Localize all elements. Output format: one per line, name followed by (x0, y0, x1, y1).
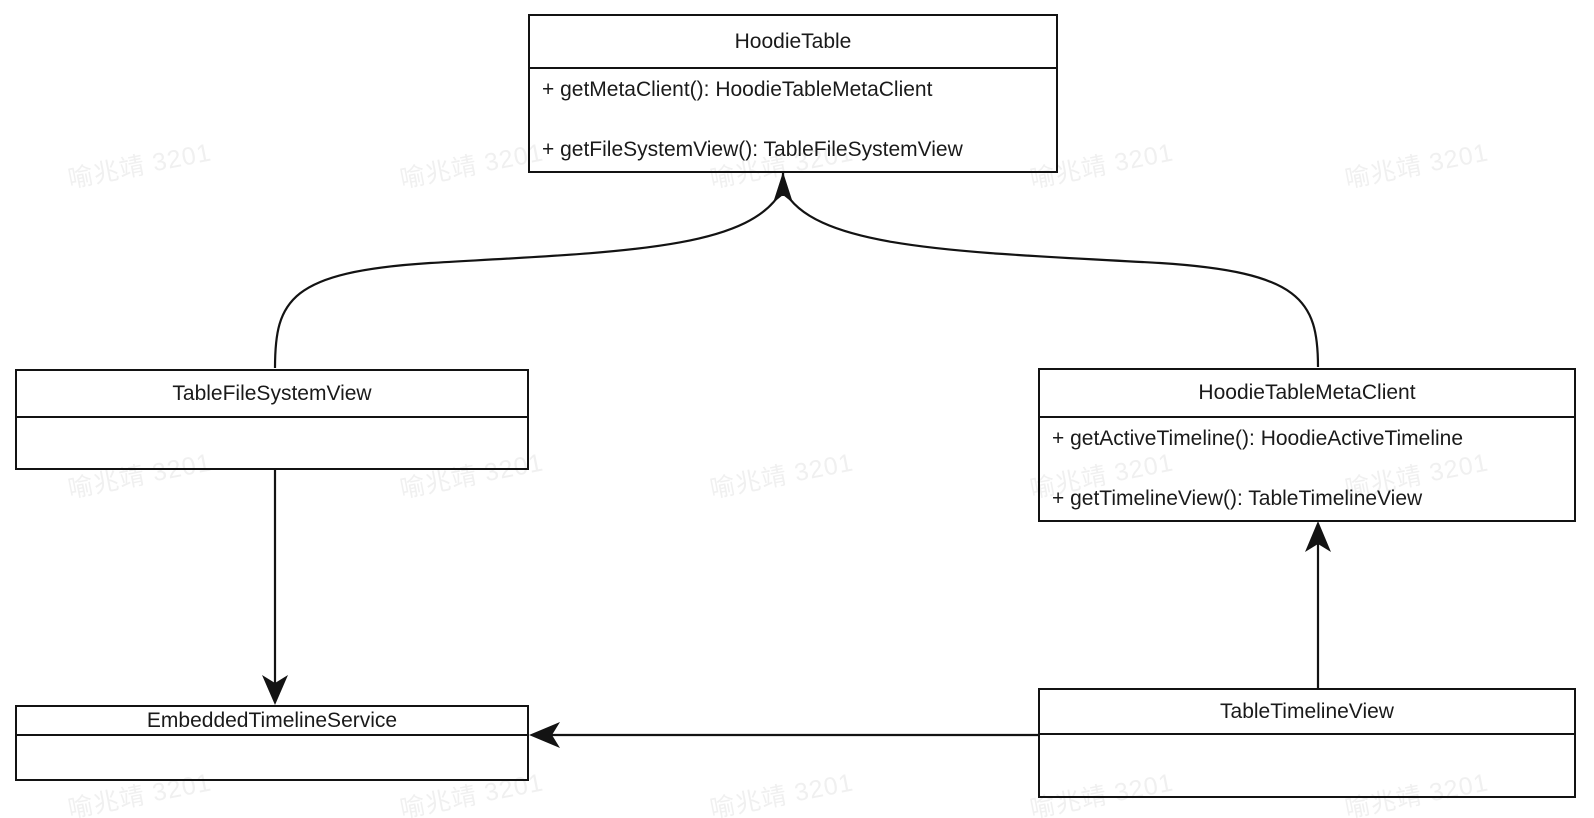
arrowhead-into-hoodietablemetaclient-bottom (1305, 521, 1331, 552)
class-members-tabletimelineview (1040, 735, 1574, 796)
uml-class-embeddedtimelineservice[interactable]: EmbeddedTimelineService (15, 705, 529, 781)
class-name-hoodietable: HoodieTable (530, 16, 1056, 69)
connector-tablefilesystemview-to-hoodietable (273, 189, 783, 369)
class-member: + getTimelineView(): TableTimelineView (1052, 487, 1423, 510)
class-name-embeddedtimelineservice: EmbeddedTimelineService (17, 707, 527, 736)
watermark-text: 喻兆靖 3201 (707, 768, 856, 818)
watermark-text: 喻兆靖 3201 (1342, 138, 1491, 194)
arrowhead-into-hoodietable (773, 172, 793, 203)
class-members-tablefilesystemview (17, 418, 527, 468)
watermark-text: 喻兆靖 3201 (397, 138, 546, 194)
class-members-hoodietablemetaclient: + getActiveTimeline(): HoodieActiveTimel… (1040, 418, 1574, 520)
uml-class-tabletimelineview[interactable]: TableTimelineView (1038, 688, 1576, 798)
class-members-hoodietable: + getMetaClient(): HoodieTableMetaClient… (530, 69, 1056, 171)
class-name-tablefilesystemview: TableFileSystemView (17, 371, 527, 418)
class-member: + getFileSystemView(): TableFileSystemVi… (542, 138, 963, 161)
uml-class-hoodietable[interactable]: HoodieTable + getMetaClient(): HoodieTab… (528, 14, 1058, 173)
class-name-hoodietablemetaclient: HoodieTableMetaClient (1040, 370, 1574, 418)
watermark-text: 喻兆靖 3201 (65, 138, 214, 194)
class-name-tabletimelineview: TableTimelineView (1040, 690, 1574, 735)
uml-class-tablefilesystemview[interactable]: TableFileSystemView (15, 369, 529, 470)
class-member: + getActiveTimeline(): HoodieActiveTimel… (1052, 426, 1464, 450)
class-member: + getMetaClient(): HoodieTableMetaClient (542, 77, 933, 101)
arrowhead-into-embeddedtimelineservice-right (529, 722, 560, 748)
watermark-text: 喻兆靖 3201 (707, 448, 856, 504)
uml-class-hoodietablemetaclient[interactable]: HoodieTableMetaClient + getActiveTimelin… (1038, 368, 1576, 522)
class-members-embeddedtimelineservice (17, 736, 527, 779)
arrowhead-into-embeddedtimelineservice-top (262, 675, 288, 705)
connector-hoodietablemetaclient-to-hoodietable (783, 189, 1320, 368)
